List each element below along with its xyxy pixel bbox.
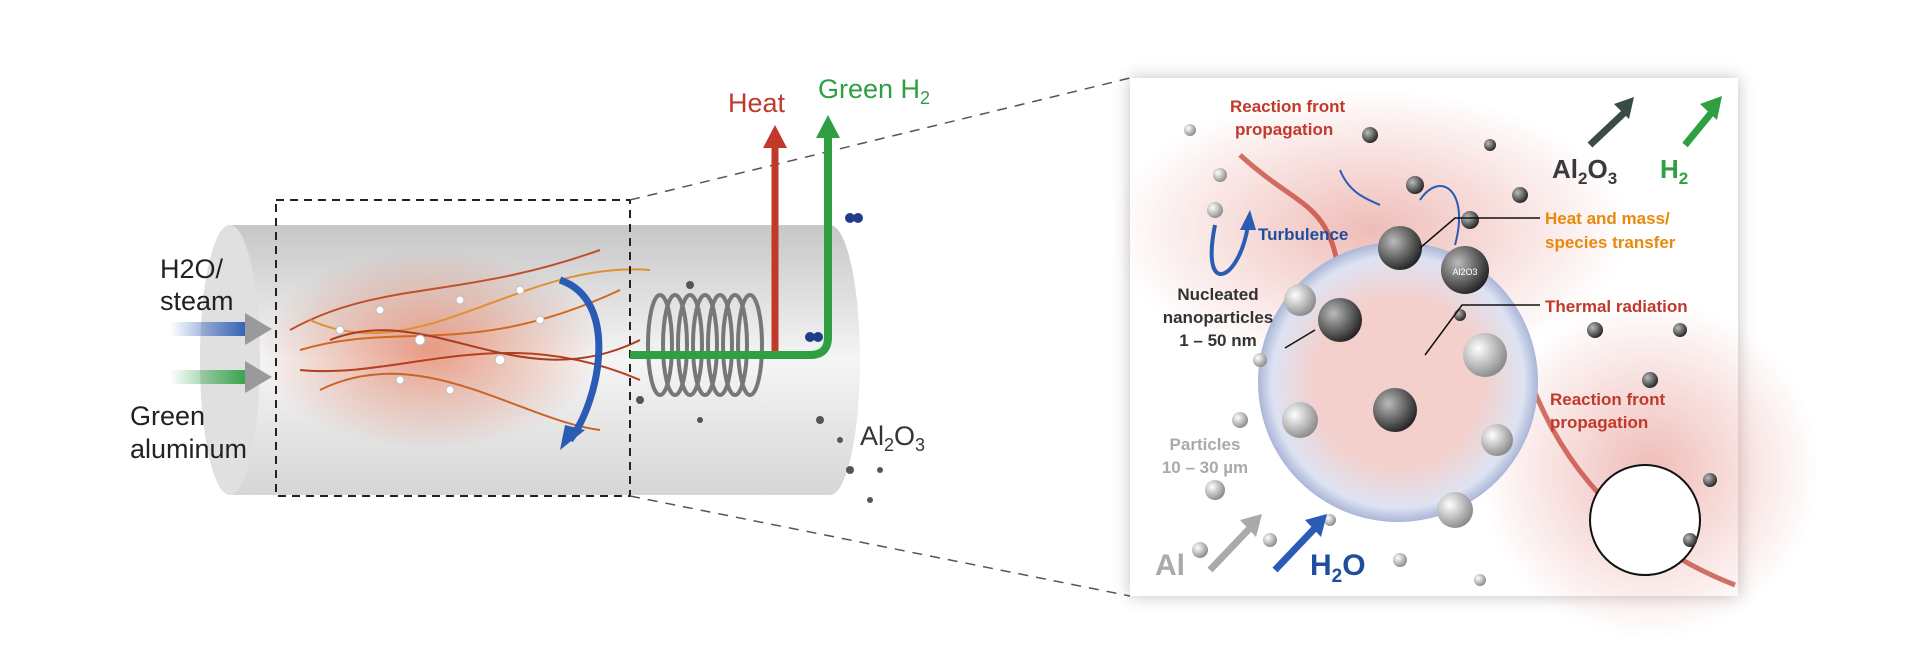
particles-right bbox=[1184, 124, 1486, 586]
reaction-front-right-label: Reaction front bbox=[1550, 390, 1666, 409]
nucleated-label: Nucleated bbox=[1177, 285, 1258, 304]
al2o3-particle bbox=[1441, 246, 1489, 294]
h2o-in-label: H2O bbox=[1310, 549, 1366, 587]
al2o3-out-label: Al2O3 bbox=[1552, 154, 1617, 188]
turbulence-label: Turbulence bbox=[1258, 225, 1348, 244]
zoom-line-bottom bbox=[629, 495, 1131, 597]
al2o3-out-arrow bbox=[1587, 97, 1634, 148]
aluminum-input-arrow bbox=[170, 370, 250, 384]
turbulence-arrow bbox=[1209, 169, 1461, 276]
al-in-label: Al bbox=[1155, 549, 1185, 582]
oxide-particles-right bbox=[1362, 127, 1717, 547]
reaction-front-top-label-2: propagation bbox=[1235, 120, 1333, 139]
reactor-tube bbox=[200, 77, 1131, 597]
reaction-front-top bbox=[1238, 153, 1343, 281]
al-in-arrow bbox=[1207, 514, 1262, 573]
h2-output-arrow bbox=[630, 115, 863, 359]
flame-zone bbox=[260, 250, 600, 450]
al2o3-particle-label: Al2O3 bbox=[1452, 267, 1477, 277]
particles-label: Particles bbox=[1170, 435, 1241, 454]
particles-left bbox=[335, 285, 545, 395]
h2o-in-arrow bbox=[1272, 514, 1327, 573]
water-input-arrow bbox=[170, 322, 250, 336]
nucleated-label-3: 1 – 50 nm bbox=[1179, 331, 1257, 350]
zoom-box bbox=[275, 199, 631, 497]
nucleated-label-2: nanoparticles bbox=[1163, 308, 1274, 327]
zoom-panel bbox=[1110, 78, 1820, 640]
h2-out-label: H2 bbox=[1660, 154, 1688, 188]
heat-mass-leader bbox=[1419, 217, 1540, 249]
thermal-leader bbox=[1424, 304, 1540, 356]
h2-out-arrow bbox=[1682, 96, 1722, 148]
heat-mass-label: Heat and mass/ bbox=[1545, 209, 1670, 228]
particles-label-2: 10 – 30 µm bbox=[1162, 458, 1248, 477]
heat-label: Heat bbox=[728, 88, 786, 118]
water-steam-label: H2O/ bbox=[160, 254, 224, 284]
green-h2-label: Green H2 bbox=[818, 74, 930, 108]
heat-mass-label-2: species transfer bbox=[1545, 233, 1676, 252]
coil bbox=[646, 293, 764, 397]
heat-output-arrow bbox=[763, 125, 787, 357]
reaction-front-top-label: Reaction front bbox=[1230, 97, 1346, 116]
reaction-front-right-label-2: propagation bbox=[1550, 413, 1648, 432]
fibers bbox=[289, 249, 651, 431]
zoom-line-top bbox=[629, 77, 1131, 201]
nanoparticle-leader bbox=[1284, 329, 1316, 349]
green-aluminum-label-2: aluminum bbox=[130, 434, 247, 464]
thermal-radiation-label: Thermal radiation bbox=[1545, 297, 1688, 316]
water-steam-label-2: steam bbox=[160, 286, 234, 316]
magnifier-circle bbox=[1589, 464, 1701, 576]
green-aluminum-label: Green bbox=[130, 401, 205, 431]
turbulence-arrow-left bbox=[558, 276, 603, 443]
al2o3-label: Al2O3 bbox=[860, 421, 925, 455]
oxide-particles-left bbox=[636, 281, 883, 503]
